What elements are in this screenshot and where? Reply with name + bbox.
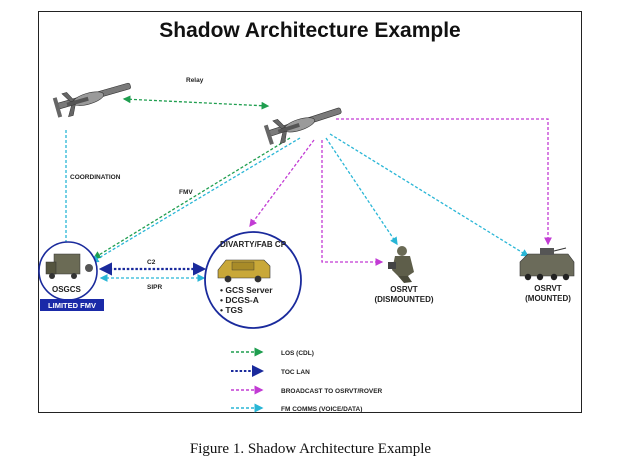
osrvt-mounted-sublabel: (MOUNTED) xyxy=(525,294,571,303)
limited-fmv-label: LIMITED FMV xyxy=(48,301,96,310)
divarty-item-gcs-server: • GCS Server xyxy=(220,285,273,295)
relay-label: Relay xyxy=(186,77,204,84)
divarty-node xyxy=(204,231,302,329)
legend-label-toc-lan: TOC LAN xyxy=(281,369,310,376)
legend: LOS (CDL) TOC LAN BROADCAST TO OSRVT/ROV… xyxy=(231,347,383,413)
broadcast-link-dismounted xyxy=(321,140,384,266)
osrvt-dismounted-sublabel: (DISMOUNTED) xyxy=(374,295,433,304)
sipr-label: SIPR xyxy=(147,284,162,291)
legend-label-broadcast: BROADCAST TO OSRVT/ROVER xyxy=(281,388,383,395)
osrvt-dismounted-label: OSRVT xyxy=(390,285,418,294)
osrvt-mounted-label: OSRVT xyxy=(534,284,562,293)
fmv-label: FMV xyxy=(179,189,193,196)
diagram-title: Shadow Architecture Example xyxy=(159,19,461,42)
fm-comms-link-osgcs xyxy=(90,137,301,263)
divarty-item-tgs: • TGS xyxy=(220,305,243,315)
broadcast-link-mounted xyxy=(336,118,552,246)
fm-comms-link-mounted xyxy=(329,133,530,257)
fmv-link xyxy=(92,137,291,259)
divarty-title: DIVARTY/FAB CP xyxy=(220,240,287,249)
limited-fmv-badge xyxy=(40,299,104,311)
legend-label-fm-comms: FM COMMS (VOICE/DATA) xyxy=(281,406,362,413)
legend-item-los: LOS (CDL) xyxy=(231,347,314,357)
shadow-uav-center-icon xyxy=(263,107,342,145)
shelter-vehicle-icon xyxy=(53,253,81,275)
stryker-vehicle-icon xyxy=(519,247,575,281)
broadcast-link-divarty xyxy=(249,139,315,228)
shadow-uav-left-icon xyxy=(52,82,131,118)
coordination-label: COORDINATION xyxy=(70,174,121,181)
legend-label-los: LOS (CDL) xyxy=(281,350,314,357)
c2-label: C2 xyxy=(147,259,156,266)
fm-comms-link-dismounted xyxy=(325,137,398,246)
divarty-item-dcgs-a: • DCGS-A xyxy=(220,295,259,305)
dismounted-soldier-icon xyxy=(388,246,414,283)
legend-item-fm-comms: FM COMMS (VOICE/DATA) xyxy=(231,403,362,413)
diagram-frame xyxy=(38,11,582,413)
osgcs-label: OSGCS xyxy=(52,285,82,294)
legend-item-broadcast: BROADCAST TO OSRVT/ROVER xyxy=(231,385,383,395)
figure-caption: Figure 1. Shadow Architecture Example xyxy=(189,441,432,457)
relay-link xyxy=(122,95,270,110)
legend-item-toc-lan: TOC LAN xyxy=(231,365,310,377)
antenna-icon xyxy=(85,264,93,272)
